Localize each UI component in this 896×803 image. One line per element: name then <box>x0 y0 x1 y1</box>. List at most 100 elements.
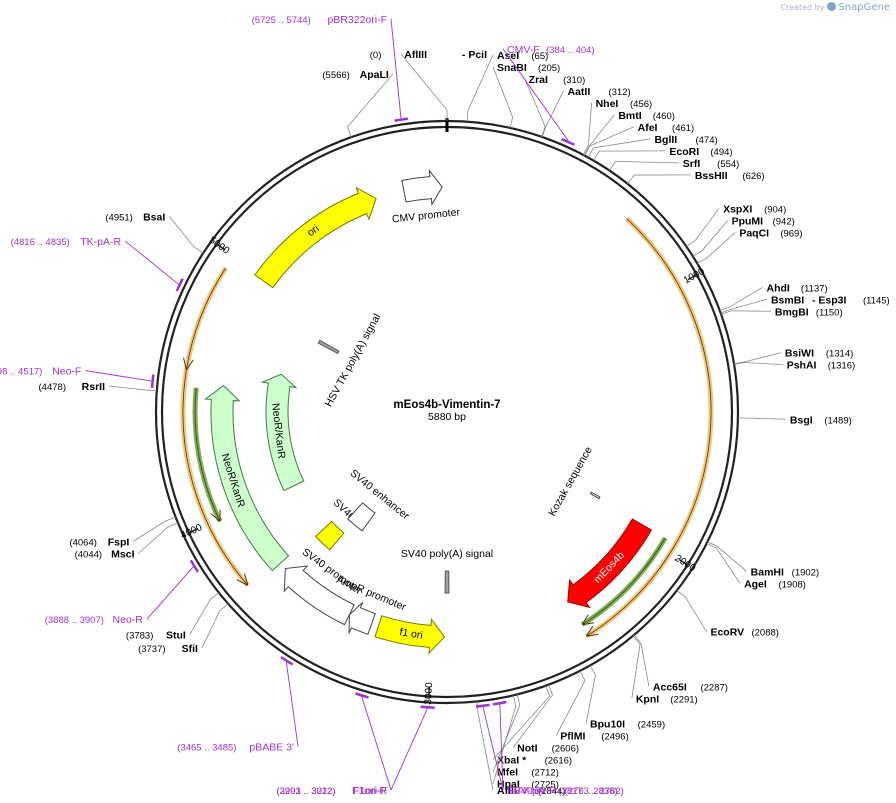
feature-shape-f1-ori <box>374 615 446 655</box>
tick-2000 <box>678 558 688 566</box>
site-name: StuI <box>166 629 186 641</box>
primer-name: pBABE 3' <box>249 742 294 754</box>
primer-cmv-f: CMV-F(384 .. 404) <box>502 44 595 146</box>
site-position: (2496) <box>601 732 628 743</box>
site-name: FspI <box>108 536 130 548</box>
site-position: (2291) <box>670 694 697 705</box>
site-leader <box>476 701 494 791</box>
primer-mark <box>492 700 507 706</box>
site-position: (65) <box>531 51 548 62</box>
primer-name: F1ori-R <box>352 785 387 797</box>
site-snabi: SnaBI(205) <box>492 62 560 129</box>
site-position: (2088) <box>751 628 778 639</box>
site-position: (626) <box>742 171 764 182</box>
orf-3-core <box>182 369 249 586</box>
site-leader <box>697 232 736 264</box>
site-name: NotI <box>517 743 537 755</box>
site-bmgbi: BmgBI(1150) <box>721 306 843 318</box>
site-leader <box>189 592 220 635</box>
site-ahdi: AhdI (1137) <box>719 282 828 311</box>
credit-prefix: Created by <box>780 3 825 12</box>
feature-label-ori: ori <box>305 222 322 239</box>
site-leader <box>707 541 747 572</box>
primer-name: TK-pA-R <box>80 236 121 248</box>
primer-name: EBV-rev <box>507 785 546 797</box>
site-name: Acc65I <box>653 681 687 693</box>
site-aatii: AatII(312) <box>541 86 631 138</box>
site-bamhi: BamHI(1902) <box>707 541 819 578</box>
feature-shape-meos4b <box>567 518 653 609</box>
site-name: BsiWI <box>785 348 814 360</box>
site-position: (554) <box>717 159 739 170</box>
primer-mark <box>475 703 490 708</box>
site-name: MscI <box>111 548 134 560</box>
feature-label-cmv-promoter: CMV promoter <box>391 206 461 225</box>
site-position: (2606) <box>552 744 579 755</box>
site-position: (310) <box>563 75 585 86</box>
site-leader <box>541 90 564 138</box>
site-layer: AseI(65)SnaBI(205)ZraI(310)AatII(312)Nhe… <box>39 49 890 797</box>
primer-range: (3888 .. 3907) <box>45 615 104 626</box>
site-name: AhdI <box>767 282 790 294</box>
site-leader <box>676 590 707 632</box>
orf-3-head <box>236 573 249 586</box>
primer-leader <box>361 696 392 791</box>
site-name: AflII <box>497 785 517 797</box>
orf-1-core <box>586 218 712 637</box>
site-zrai: ZraI(310) <box>524 74 585 137</box>
site-leader <box>347 73 394 138</box>
orf-4-head <box>183 357 194 371</box>
feature-label-hsv-tk-poly-a-signal: HSV TK poly(A) signal <box>323 312 384 409</box>
site-paqci: PaqCI(969) <box>697 228 803 264</box>
primer-pbr322ori-f: pBR322ori-F(5725 .. 5744) <box>252 14 409 122</box>
site-leader <box>555 670 586 736</box>
primer-mark <box>355 692 369 699</box>
feature-shape-ori <box>254 186 377 289</box>
primer-mark <box>280 656 294 666</box>
feature-cmv-promoter-1: CMV promoter <box>391 169 461 226</box>
primer-range: (384 .. 404) <box>546 45 595 56</box>
site-leader <box>631 635 641 699</box>
site-leader <box>593 150 666 161</box>
feature-sv40-enhancer-9: SV40 enhancer <box>346 467 412 532</box>
site-name: BglII <box>654 134 677 146</box>
site-position: (4064) <box>69 537 96 548</box>
primer-mark <box>150 374 155 389</box>
site-leader <box>108 385 157 392</box>
site-name: ApaLI <box>360 69 389 81</box>
site-position: (2459) <box>638 720 665 731</box>
site-name: PflMI <box>560 731 585 743</box>
site-position: (4951) <box>105 212 132 223</box>
site-name: SfiI <box>182 643 198 655</box>
site-name: XspXI <box>723 203 752 215</box>
site-position: (2287) <box>700 682 727 693</box>
site-pshai: PshAI(1316) <box>734 360 855 372</box>
primer-range: (3203 .. 3222) <box>276 786 335 797</box>
site-position: (4478) <box>39 382 66 393</box>
site-position: (2844) <box>538 786 565 797</box>
site-leader <box>582 102 593 156</box>
site-name: EcoRI <box>669 146 699 158</box>
site-name: BmgBI <box>775 306 809 318</box>
primer-name: pBR322ori-F <box>327 14 387 26</box>
site-position: (1314) <box>826 349 853 360</box>
site-position: (1145) <box>863 295 890 306</box>
site-bsai: BsaI(4951) <box>105 211 204 254</box>
site-leader <box>584 126 634 156</box>
primer-name: Neo-R <box>113 614 144 626</box>
site-name-alt: - Esp3I <box>812 294 847 306</box>
site-position: (0) <box>370 50 382 61</box>
site-position: (2725) <box>531 780 558 791</box>
site-position: (1316) <box>828 361 855 372</box>
site-name: AgeI <box>744 578 767 590</box>
primer-neo-r: Neo-R (3888 .. 3907) <box>45 559 199 626</box>
site-pflmi: PflMI (2496) <box>555 670 629 743</box>
site-leader <box>627 174 691 184</box>
site-nhei: NheI(456) <box>582 98 652 156</box>
site-bglii: BglII(474) <box>587 134 718 158</box>
site-leader <box>719 286 763 311</box>
site-position: (1137) <box>801 283 828 294</box>
site-position: (969) <box>780 229 802 240</box>
site-sfii: SfiI(3737) <box>138 603 229 655</box>
